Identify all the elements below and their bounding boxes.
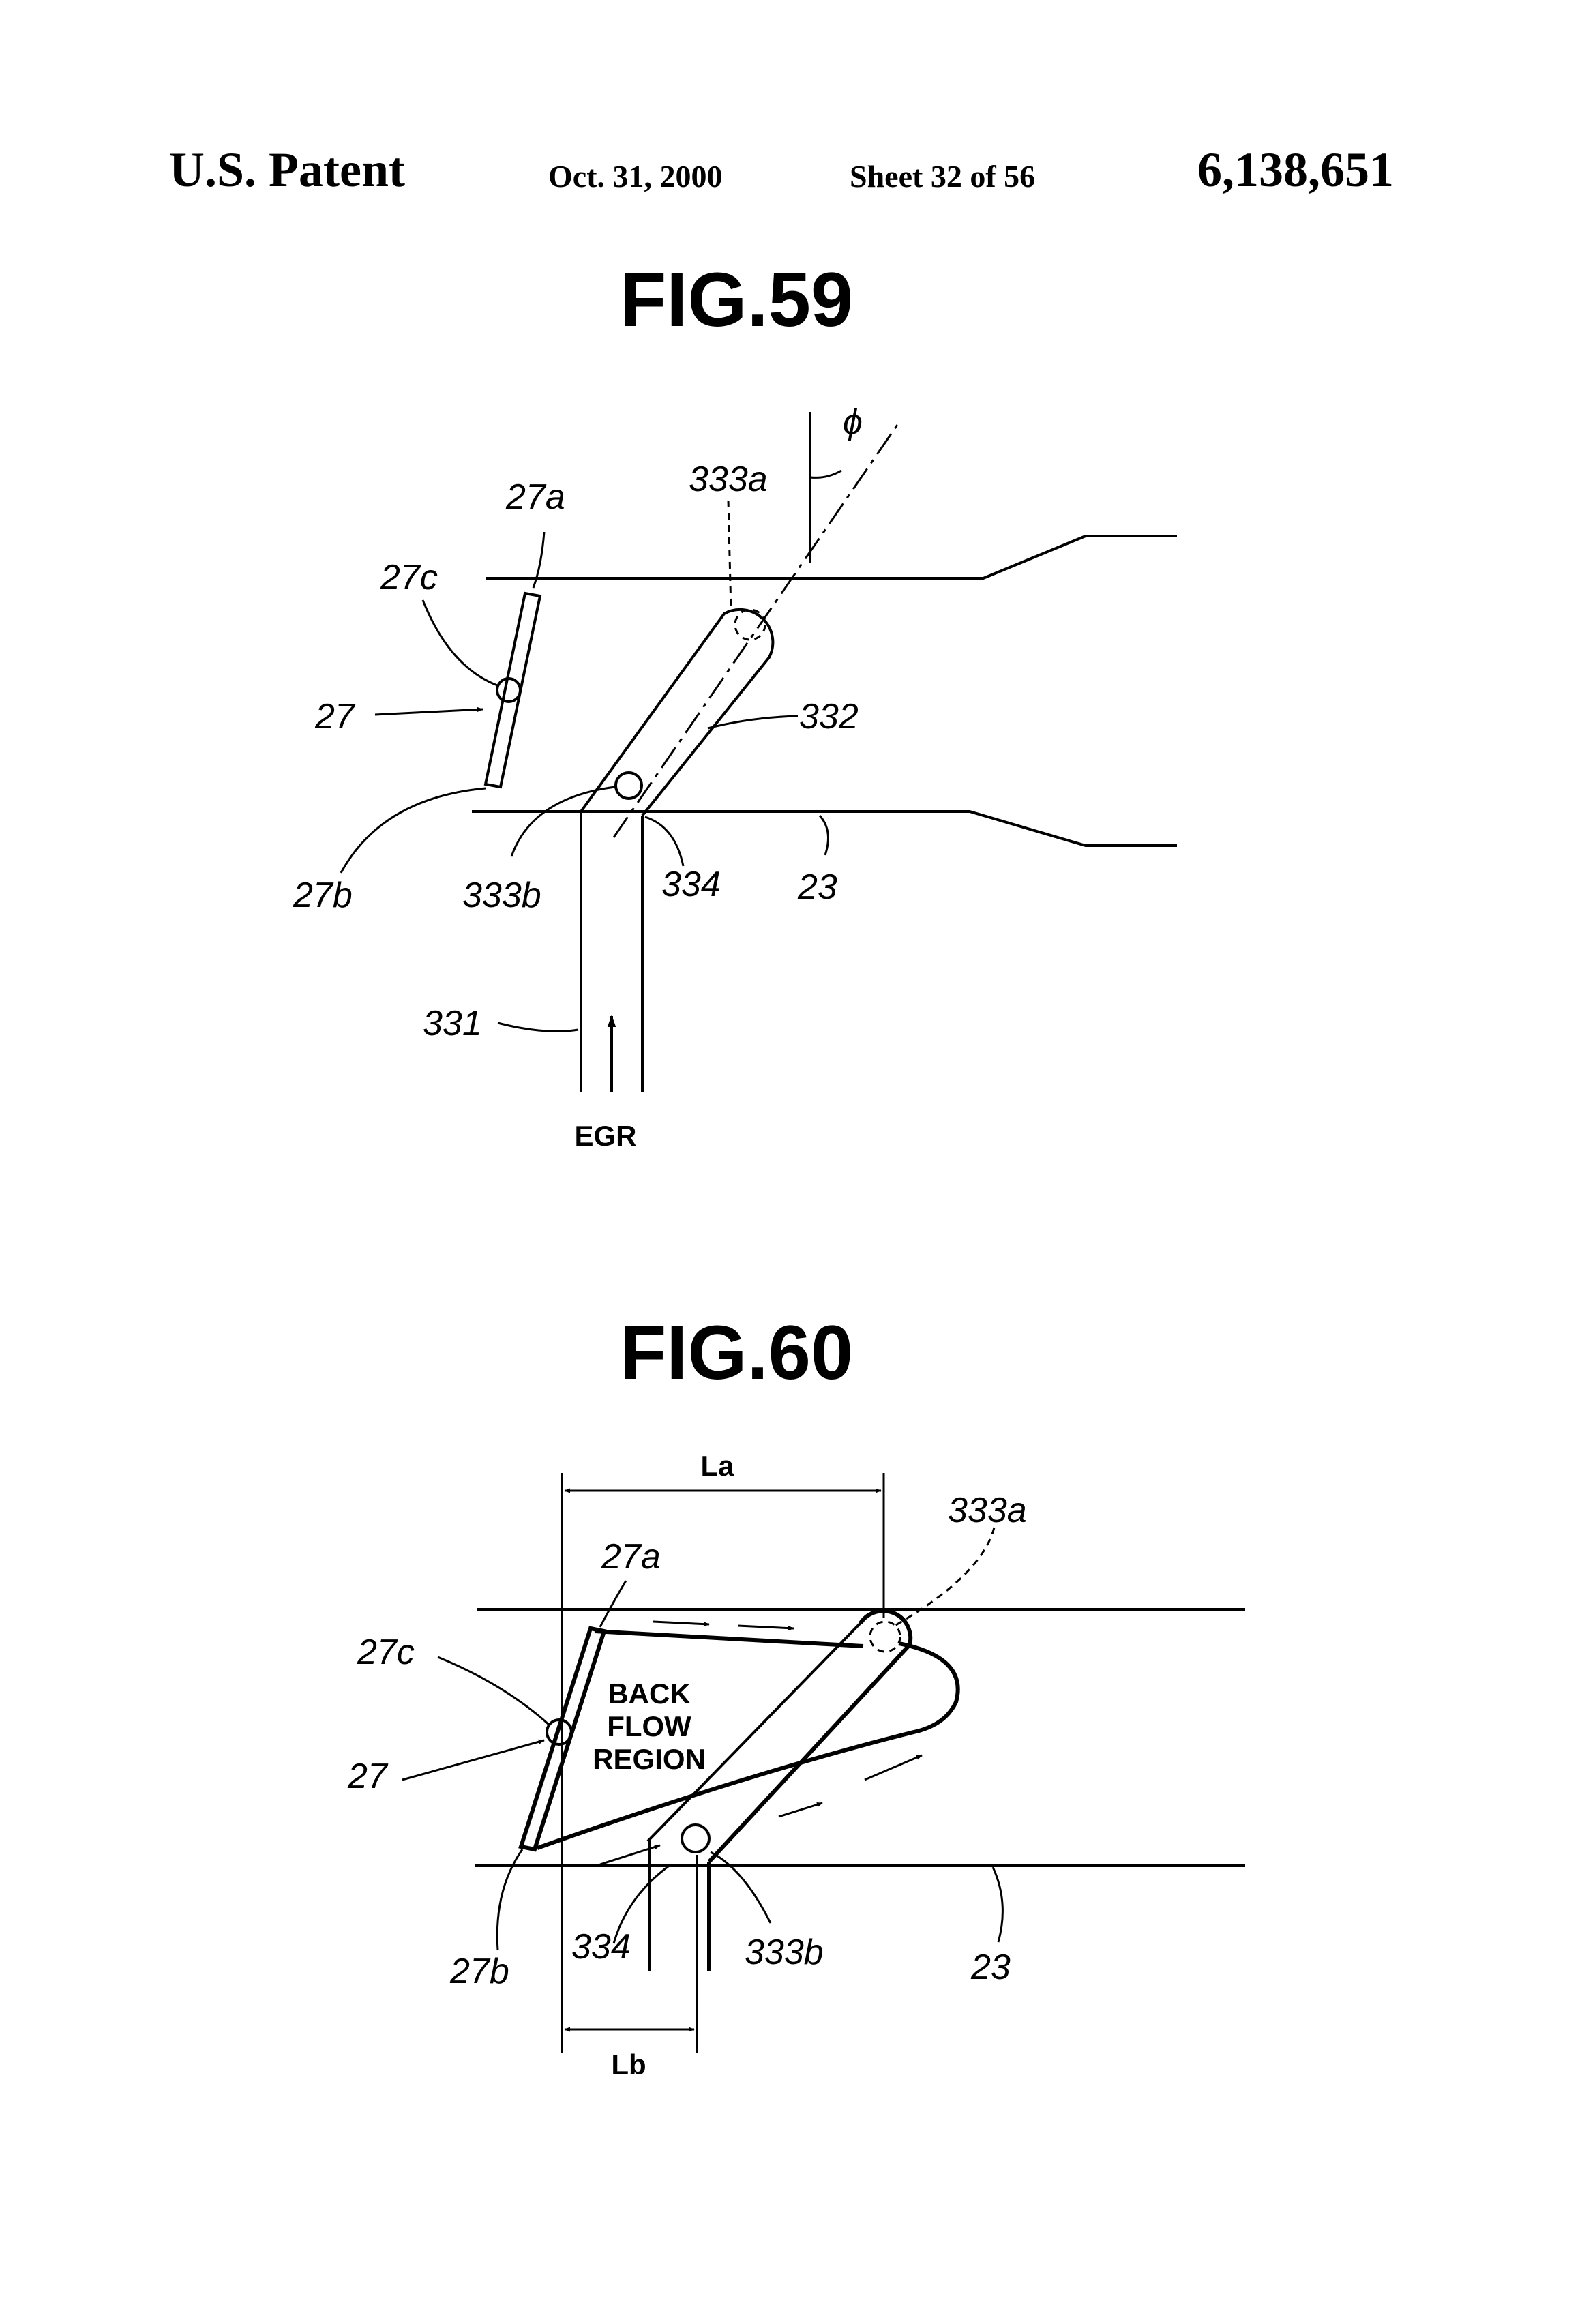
fig60-lower-pivot-333b	[682, 1825, 709, 1852]
fig59-label-27c: 27c	[380, 558, 438, 597]
fig60-flow-arrow-3	[865, 1755, 922, 1780]
fig60-label-333a: 333a	[948, 1491, 1027, 1530]
fig60-leader-333a	[895, 1528, 994, 1626]
fig59-label-23: 23	[797, 867, 837, 907]
fig59-leader-333b	[511, 787, 615, 856]
fig59-label-332: 332	[799, 697, 859, 736]
fig59-angle-arc	[810, 471, 841, 477]
fig59-label-phi: ϕ	[843, 402, 863, 442]
fig59-title: FIG.59	[620, 257, 853, 342]
fig60-leader-27a	[600, 1581, 626, 1627]
fig60-back-flow-line2: FLOW	[607, 1710, 691, 1742]
fig59-leader-27c	[423, 600, 499, 686]
fig59-passage-upper-wall	[486, 536, 1177, 578]
fig59-label-333a: 333a	[689, 460, 768, 499]
fig60-label-23: 23	[970, 1948, 1011, 1987]
fig59-leader-23	[820, 816, 829, 855]
fig60-label-334: 334	[571, 1927, 631, 1967]
fig60-label-27c: 27c	[357, 1633, 415, 1672]
fig60-flow-arrow-2	[738, 1626, 794, 1628]
figure-60: FIG.60 La BACK FLOW REGION	[347, 1310, 1245, 2081]
fig59-label-27b: 27b	[293, 876, 353, 915]
fig59-label-333b: 333b	[462, 876, 541, 915]
fig60-label-27: 27	[347, 1757, 389, 1796]
fig59-passage-lower-wall	[472, 811, 1177, 846]
fig60-title: FIG.60	[620, 1310, 853, 1395]
fig60-label-27b: 27b	[449, 1952, 509, 1991]
fig60-leader-23	[993, 1867, 1002, 1942]
fig60-leader-333b	[711, 1852, 771, 1923]
fig60-flow-arrow-1	[653, 1622, 709, 1624]
fig59-label-331: 331	[423, 1004, 482, 1043]
fig59-guide-member	[581, 610, 773, 816]
fig59-valve-plate	[486, 593, 540, 787]
fig59-label-334: 334	[661, 865, 721, 904]
fig59-leader-334	[645, 817, 683, 866]
fig59-leader-27	[375, 709, 483, 715]
fig60-upper-pivot-333a	[870, 1622, 900, 1652]
fig59-label-27a: 27a	[505, 477, 565, 517]
fig60-leader-27	[402, 1740, 544, 1780]
fig60-guide-member-right-edge	[709, 1611, 910, 1862]
fig60-flow-arrow-5	[600, 1845, 660, 1864]
fig59-leader-331	[498, 1023, 578, 1031]
fig60-label-La: La	[700, 1450, 734, 1482]
fig60-label-27a: 27a	[601, 1537, 661, 1577]
fig59-valve-shaft	[497, 679, 520, 702]
fig59-lower-pivot-333b	[616, 773, 642, 799]
fig60-back-flow-line3: REGION	[593, 1743, 706, 1775]
fig60-back-flow-line1: BACK	[608, 1678, 690, 1710]
fig59-leader-333a	[728, 501, 731, 611]
fig59-leader-27b	[341, 788, 486, 873]
fig60-label-333b: 333b	[745, 1933, 824, 1972]
fig60-flow-arrow-4	[779, 1803, 822, 1817]
fig60-label-Lb: Lb	[611, 2049, 646, 2081]
fig59-label-27: 27	[314, 697, 356, 736]
figure-59: FIG.59 EGR ϕ 333a 27a 2	[293, 257, 1177, 1152]
fig60-leader-27c	[438, 1657, 550, 1725]
fig59-egr-label: EGR	[574, 1120, 636, 1152]
